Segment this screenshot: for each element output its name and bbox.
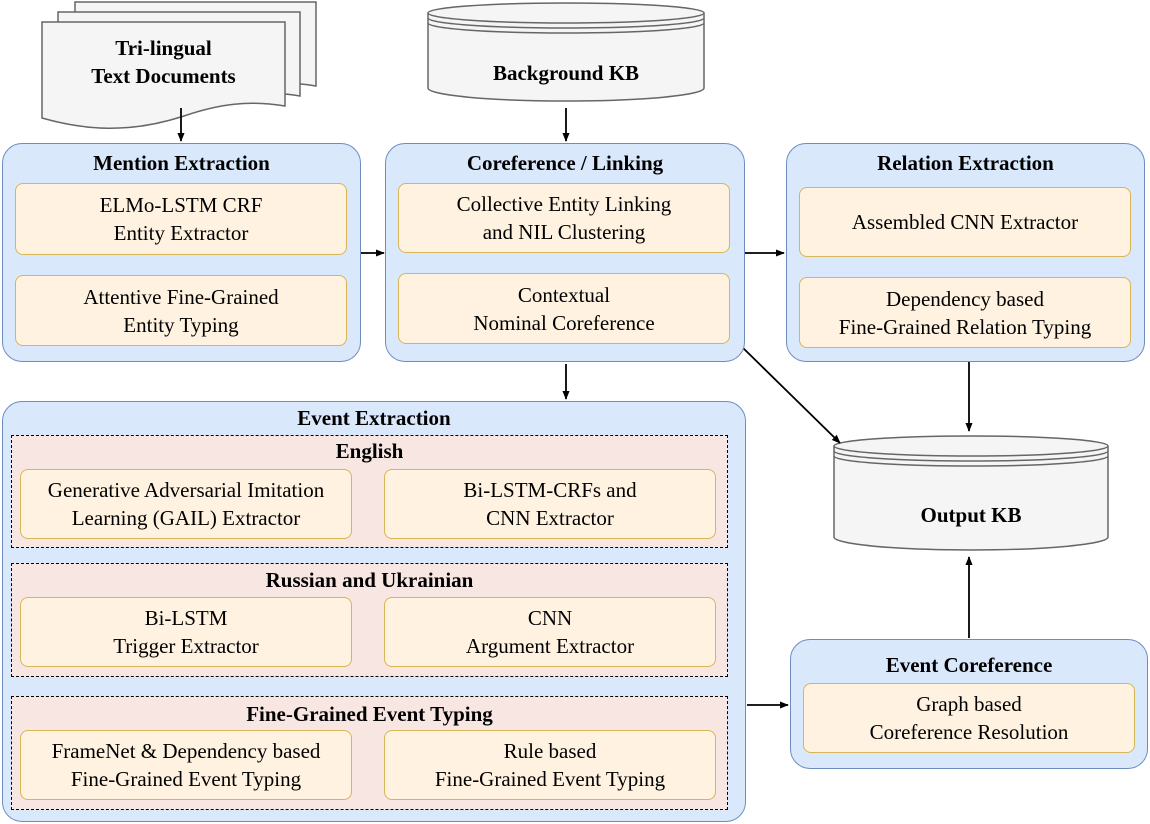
event-typing-title: Fine-Grained Event Typing: [246, 702, 493, 726]
gail-line2: Learning (GAIL) Extractor: [71, 506, 301, 530]
entity-linking-line1: Collective Entity Linking: [456, 192, 672, 216]
gail-line1: Generative Adversarial Imitation: [47, 478, 325, 502]
entity-linking-line2: and NIL Clustering: [482, 220, 646, 244]
event-extraction-title: Event Extraction: [297, 406, 451, 430]
relation-typing-line1: Dependency based: [885, 286, 1044, 311]
trigger-line2: Trigger Extractor: [113, 634, 259, 658]
framenet-typing-box: FrameNet & Dependency based Fine-Grained…: [20, 730, 352, 800]
relation-typing-line2: Fine-Grained Relation Typing: [838, 314, 1092, 339]
cnn-extractor-box: Assembled CNN Extractor: [799, 187, 1131, 257]
bilstm-crf-box: Bi-LSTM-CRFs and CNN Extractor: [384, 469, 716, 539]
entity-typing-line2: Entity Typing: [123, 312, 239, 337]
gail-extractor-box: Generative Adversarial Imitation Learnin…: [20, 469, 352, 539]
output-kb-cylinder: [833, 435, 1109, 551]
bilstm-crf-line1: Bi-LSTM-CRFs and: [463, 478, 637, 502]
documents-label-line2: Text Documents: [91, 64, 236, 88]
mention-extraction-title: Mention Extraction: [93, 151, 270, 175]
entity-extractor-line1: ELMo-LSTM CRF: [99, 193, 263, 217]
coreference-linking-title: Coreference / Linking: [466, 151, 664, 175]
rule-line2: Fine-Grained Event Typing: [434, 767, 666, 791]
english-title: English: [335, 439, 404, 463]
argument-line2: Argument Extractor: [465, 634, 635, 658]
argument-extractor-box: CNN Argument Extractor: [384, 597, 716, 667]
background-kb-cylinder: [427, 2, 705, 102]
event-coreference-title: Event Coreference: [885, 653, 1053, 677]
graph-coref-line1: Graph based: [916, 692, 1022, 716]
entity-linking-box: Collective Entity Linking and NIL Cluste…: [398, 183, 730, 253]
framenet-line2: Fine-Grained Event Typing: [70, 767, 302, 791]
trigger-line1: Bi-LSTM: [144, 606, 228, 630]
rule-line1: Rule based: [503, 739, 597, 763]
entity-typing-box: Attentive Fine-Grained Entity Typing: [15, 275, 347, 346]
entity-extractor-line2: Entity Extractor: [113, 221, 249, 245]
graph-coreference-box: Graph based Coreference Resolution: [803, 683, 1135, 753]
russian-ukrainian-title: Russian and Ukrainian: [265, 568, 474, 592]
framenet-line1: FrameNet & Dependency based: [51, 739, 321, 763]
bilstm-crf-line2: CNN Extractor: [486, 506, 614, 530]
relation-extraction-title: Relation Extraction: [877, 151, 1054, 175]
nominal-coreference-line2: Nominal Coreference: [473, 310, 655, 335]
documents-stack: [41, 1, 317, 129]
output-kb-label: Output KB: [920, 503, 1022, 527]
arrow-linking-to-output: [739, 344, 841, 444]
trigger-extractor-box: Bi-LSTM Trigger Extractor: [20, 597, 352, 667]
argument-line1: CNN: [527, 606, 573, 630]
relation-typing-box: Dependency based Fine-Grained Relation T…: [799, 277, 1131, 348]
documents-label-line1: Tri-lingual: [115, 36, 212, 60]
graph-coref-line2: Coreference Resolution: [869, 720, 1069, 744]
nominal-coreference-box: Contextual Nominal Coreference: [398, 273, 730, 344]
nominal-coreference-line1: Contextual: [517, 282, 611, 307]
rule-typing-box: Rule based Fine-Grained Event Typing: [384, 730, 716, 800]
entity-extractor-box: ELMo-LSTM CRF Entity Extractor: [15, 183, 347, 255]
background-kb-label: Background KB: [492, 61, 640, 85]
documents-label: Tri-lingual Text Documents: [42, 30, 285, 94]
entity-typing-line1: Attentive Fine-Grained: [83, 284, 279, 309]
